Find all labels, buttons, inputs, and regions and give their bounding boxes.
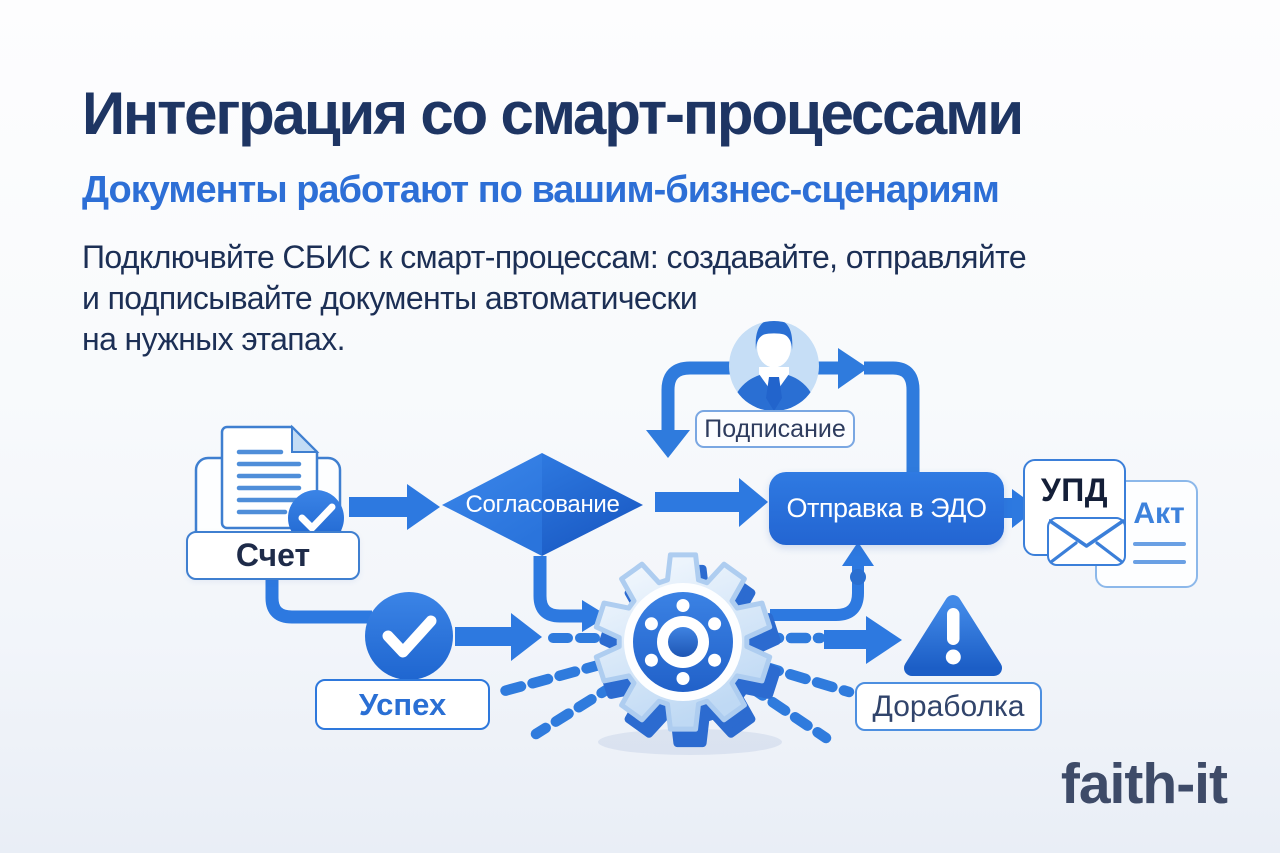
arrow-invoice-to-approval (349, 484, 440, 530)
node-rework: Дораболка (855, 682, 1042, 731)
node-success: Успех (315, 679, 490, 730)
intro-paragraph: Подключвйте СБИС к смарт-процессам: созд… (82, 239, 1027, 357)
akt-text-line (1133, 560, 1186, 564)
node-approval-label: Согласование (442, 488, 643, 522)
akt-text-line (1133, 542, 1186, 546)
gear-icon (593, 552, 782, 755)
line-invoice-to-success (265, 580, 372, 624)
success-check-icon (365, 592, 453, 680)
node-send-edo: Отправка в ЭДО (769, 472, 1004, 545)
arrow-gear-to-send (770, 542, 874, 621)
envelope-card (1047, 517, 1126, 566)
signing-loop-arrow (646, 348, 920, 474)
node-send-edo-label: Отправка в ЭДО (786, 493, 987, 523)
document-card-upd-label: УПД (1040, 472, 1109, 508)
node-signing: Подписание (695, 410, 855, 448)
document-card-akt-label: Акт (1133, 497, 1185, 530)
brand-logo: faith-it (1060, 752, 1228, 816)
page-title: Интеграция со смарт-процессами (82, 80, 1024, 147)
arrow-approval-to-gear (533, 556, 608, 632)
node-rework-label: Дораболка (872, 689, 1025, 723)
envelope-icon (1049, 519, 1124, 564)
page-subtitle: Документы работают по вашим-бизнес-сцена… (82, 169, 1000, 211)
node-invoice: Счет (186, 531, 360, 580)
arrow-success-to-gear (455, 613, 605, 661)
warning-triangle-icon (904, 595, 1002, 676)
signer-avatar (729, 321, 819, 411)
node-approval-text: Согласование (465, 491, 620, 518)
arrow-approval-to-send (655, 478, 768, 527)
approval-diamond (442, 453, 643, 556)
arrow-gear-to-rework (824, 616, 902, 664)
node-success-label: Успех (358, 686, 447, 722)
node-invoice-label: Счет (235, 537, 311, 573)
node-signing-label: Подписание (704, 414, 846, 443)
